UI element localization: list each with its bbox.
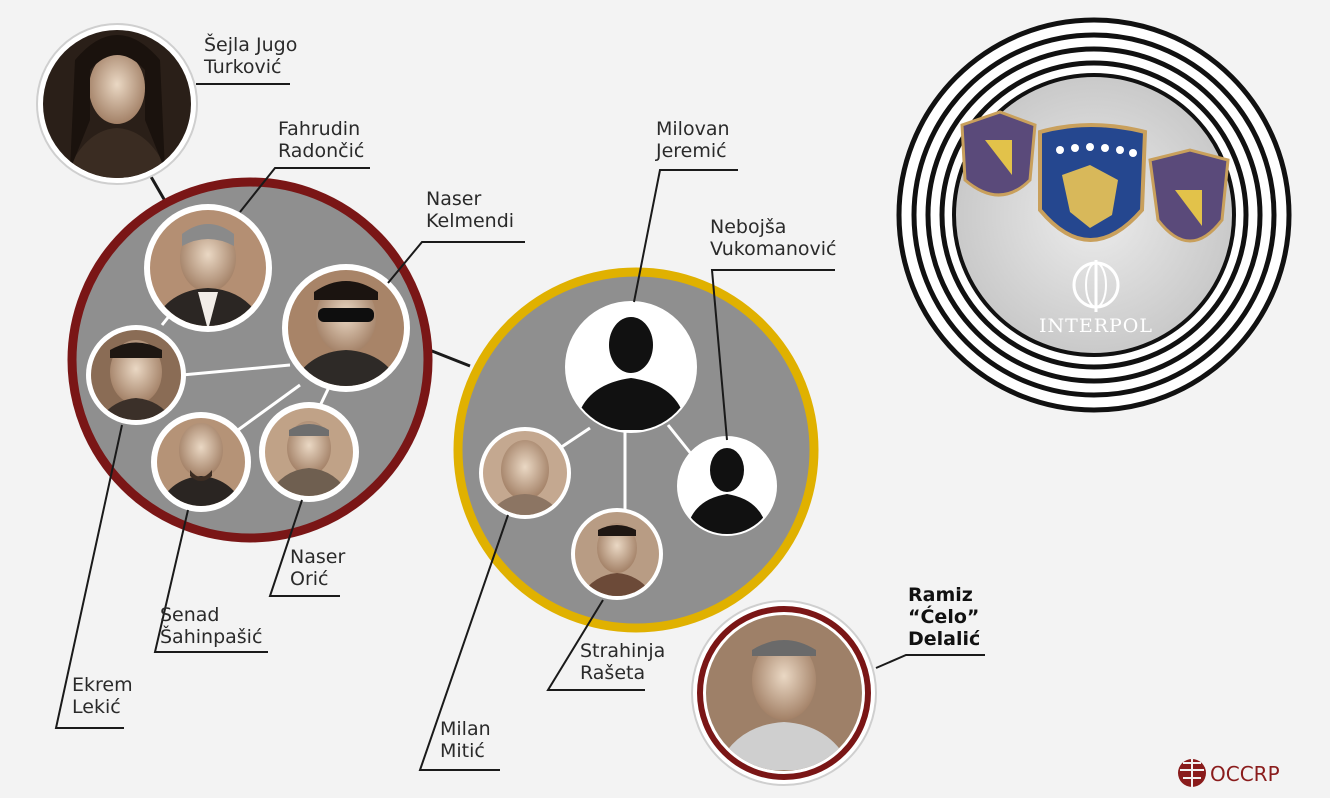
leader-ekrem: [54, 424, 124, 729]
leader-milovan: [633, 169, 738, 303]
label-naser-kelmendi: Naser Kelmendi: [426, 188, 514, 232]
label-line: Senad: [160, 604, 220, 626]
label-naser-oric: Naser Orić: [290, 546, 345, 590]
leader-strahinja: [546, 599, 645, 691]
leader-fahrudin: [239, 167, 370, 213]
label-line: Rašeta: [580, 662, 646, 684]
photo-strahinja: [571, 508, 663, 600]
interpol-label: INTERPOL: [1039, 315, 1153, 337]
leader-naser-oric: [268, 499, 340, 597]
label-line: Mitić: [440, 740, 485, 762]
leader-milan: [418, 514, 509, 771]
label-line: Naser: [426, 188, 482, 210]
label-line: Vukomanović: [710, 238, 837, 260]
label-line: Šejla Jugo: [204, 34, 298, 56]
photo-sejla: [36, 23, 198, 185]
label-milan: Milan Mitić: [440, 718, 491, 762]
label-line: Milan: [440, 718, 491, 740]
photo-naser-oric: [259, 402, 359, 502]
label-sejla: Šejla Jugo Turković: [204, 34, 297, 78]
bih-badge-left: [960, 110, 1037, 197]
label-line: Turković: [204, 56, 282, 78]
photo-senad: [151, 412, 251, 512]
agencies-emblem: INTERPOL: [896, 17, 1292, 413]
clan-right-links: [559, 424, 694, 512]
leader-nebojsa: [710, 269, 835, 441]
label-fahrudin: Fahrudin Radončić: [278, 118, 364, 162]
label-line: Lekić: [72, 696, 121, 718]
label-line: Kelmendi: [426, 210, 515, 232]
label-line: Milovan: [656, 118, 730, 140]
label-nebojsa: Nebojša Vukomanović: [710, 216, 837, 260]
label-line: Ramiz: [908, 584, 973, 606]
occrp-logo-mark: [1178, 759, 1206, 787]
photo-milovan-silhouette: [565, 301, 697, 433]
label-line: Nebojša: [710, 216, 787, 238]
leader-senad: [153, 509, 268, 653]
label-line: Jeremić: [656, 140, 727, 162]
photo-milan: [479, 427, 571, 519]
label-line: Fahrudin: [278, 118, 361, 140]
leader-ramiz: [875, 654, 985, 669]
label-ekrem: Ekrem Lekić: [72, 674, 133, 718]
label-ramiz: Ramiz “Ćelo” Delalić: [908, 584, 980, 650]
label-line: Ekrem: [72, 674, 133, 696]
photo-ramiz: [691, 600, 877, 786]
leader-naser-kelmendi: [387, 241, 525, 284]
interpol-emblem: [1072, 260, 1120, 312]
label-line: Radončić: [278, 140, 365, 162]
label-line: Naser: [290, 546, 346, 568]
label-line: “Ćelo”: [908, 606, 980, 628]
clan-right-ring: [453, 267, 819, 633]
label-senad: Senad Šahinpašić: [160, 604, 262, 648]
label-line: Delalić: [908, 628, 981, 650]
photo-fahrudin: [144, 204, 272, 332]
bih-badge-right: [1148, 148, 1230, 243]
leader-lines: [54, 83, 985, 771]
label-line: Strahinja: [580, 640, 666, 662]
label-milovan: Milovan Jeremić: [656, 118, 730, 162]
label-strahinja: Strahinja Rašeta: [580, 640, 665, 684]
photo-nebojsa-silhouette: [677, 436, 777, 536]
kosovo-shield: [1038, 123, 1148, 242]
label-line: Šahinpašić: [160, 626, 263, 648]
photo-ekrem: [86, 325, 186, 425]
occrp-logo-text: OCCRP: [1210, 762, 1280, 786]
photo-naser-kelmendi: [282, 264, 410, 392]
label-line: Orić: [290, 568, 329, 590]
